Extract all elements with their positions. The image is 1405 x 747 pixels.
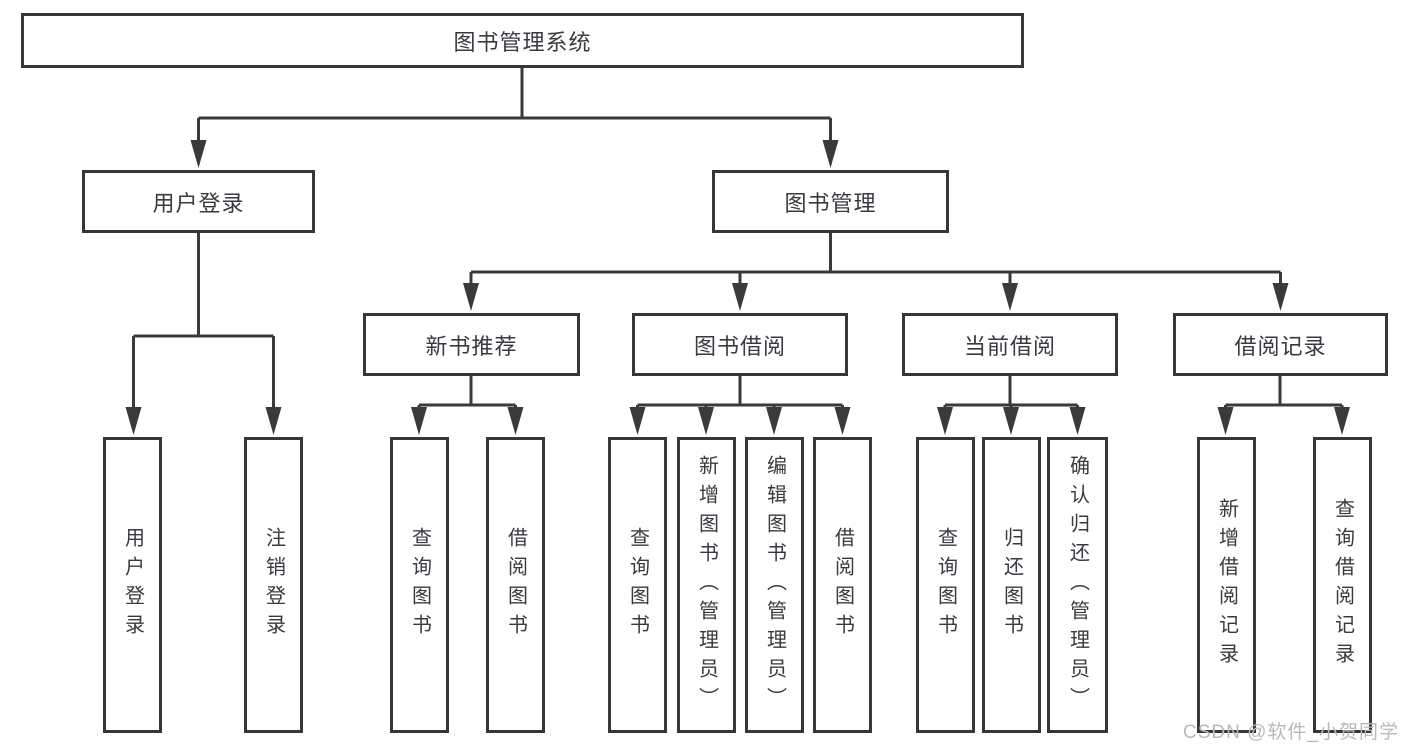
leaf-confirm-return-admin: 确认归还（管理员）: [1047, 437, 1108, 733]
leaf-user-login: 用户登录: [103, 437, 162, 733]
arrowhead: [629, 407, 646, 435]
connector-new-book-recommendation: [411, 376, 524, 435]
node-label: 新书推荐: [425, 333, 518, 359]
leaf-query-borrow-record: 查询借阅记录: [1313, 437, 1372, 733]
arrowhead: [265, 407, 282, 435]
arrowhead: [1272, 283, 1289, 311]
arrowhead: [411, 407, 427, 435]
leaf-borrow-books-borrowing: 借阅图书: [813, 437, 872, 733]
arrowhead: [822, 140, 839, 168]
node-label: 借阅记录: [1234, 333, 1327, 359]
node-user-login: 用户登录: [82, 170, 315, 233]
node-book-management: 图书管理: [712, 170, 949, 233]
node-new-book-recommendation: 新书推荐: [363, 313, 580, 376]
arrowhead: [1003, 407, 1019, 435]
arrowhead: [125, 407, 142, 435]
node-label: 当前借阅: [963, 333, 1056, 359]
leaf-add-borrow-record: 新增借阅记录: [1197, 437, 1256, 733]
node-current-borrowing: 当前借阅: [902, 313, 1118, 376]
arrowhead: [937, 407, 953, 435]
connector-book-borrowing: [629, 376, 851, 435]
leaf-edit-book-admin: 编辑图书（管理员）: [745, 437, 804, 733]
connector-current-borrowing: [937, 376, 1086, 435]
arrowhead: [834, 407, 851, 435]
connector-borrowing-records: [1217, 376, 1350, 435]
arrowhead: [1002, 283, 1018, 311]
arrowhead: [463, 283, 479, 311]
arrowhead: [190, 140, 207, 168]
node-label: 图书借阅: [693, 333, 786, 359]
leaf-return-book: 归还图书: [982, 437, 1041, 733]
arrowhead: [766, 407, 782, 435]
node-label: 图书管理系统: [453, 29, 592, 55]
connector-user-login: [125, 233, 282, 435]
arrowhead: [698, 407, 714, 435]
leaf-query-books-current: 查询图书: [916, 437, 975, 733]
watermark: CSDN @软件_小贺同学: [1183, 722, 1399, 743]
arrowhead: [732, 283, 748, 311]
node-borrowing-records: 借阅记录: [1173, 313, 1388, 376]
leaf-query-books-recommendation: 查询图书: [390, 437, 449, 733]
leaf-borrow-books-recommendation: 借阅图书: [486, 437, 545, 733]
arrowhead: [1334, 407, 1350, 435]
arrowhead: [507, 407, 524, 435]
connector-root: [190, 68, 839, 168]
node-label: 图书管理: [784, 190, 877, 216]
leaf-query-books-borrowing: 查询图书: [608, 437, 667, 733]
arrowhead: [1217, 407, 1234, 435]
node-library-management-system: 图书管理系统: [21, 13, 1024, 68]
arrowhead: [1069, 407, 1086, 435]
leaf-logout: 注销登录: [244, 437, 303, 733]
node-label: 用户登录: [152, 190, 245, 216]
connector-book-management: [463, 233, 1289, 311]
leaf-add-book-admin: 新增图书（管理员）: [677, 437, 736, 733]
node-book-borrowing: 图书借阅: [632, 313, 848, 376]
